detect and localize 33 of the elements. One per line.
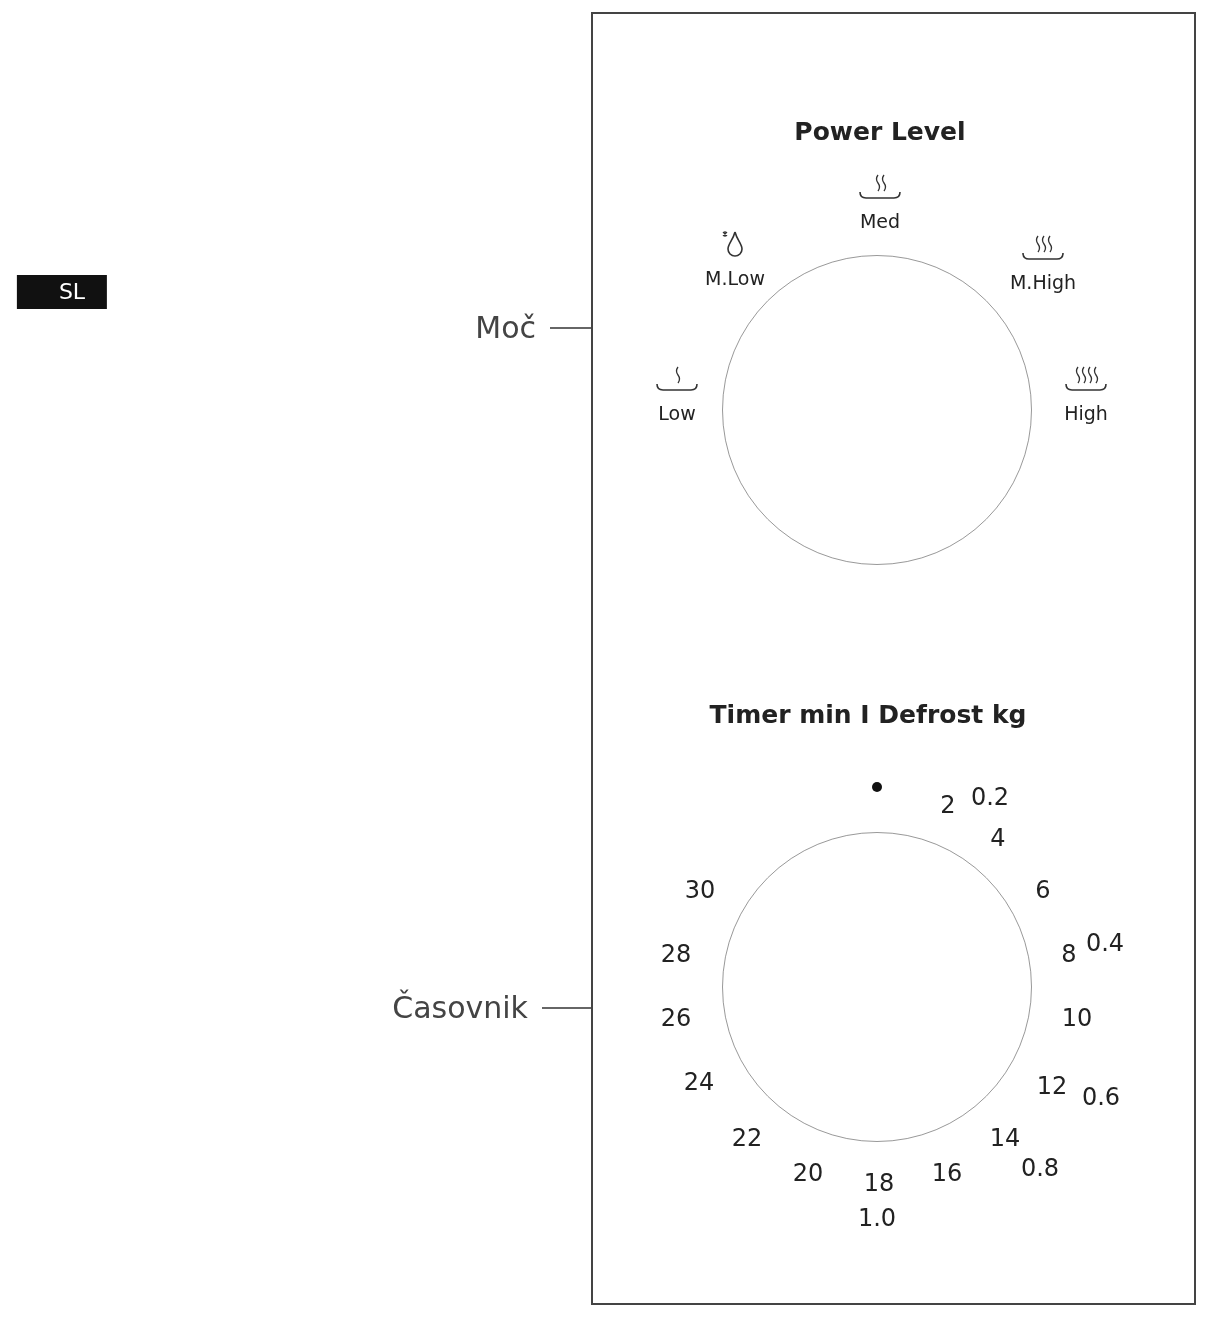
dial-mark: 30 <box>684 878 716 902</box>
dial-mark: 18 <box>863 1171 895 1195</box>
dial-mark: 24 <box>683 1070 715 1094</box>
leader-line <box>541 1007 592 1009</box>
dial-title: Timer min I Defrost kg <box>709 701 1027 727</box>
dial-mark: 4 <box>990 826 1006 850</box>
dial-mark: 0.4 <box>1085 931 1125 955</box>
power-setting: Low <box>658 403 696 423</box>
power-setting: Med <box>859 211 901 231</box>
dial-mark: 20 <box>792 1161 824 1185</box>
dial-mark: 0.6 <box>1081 1085 1121 1109</box>
dial-mark: 6 <box>1035 878 1051 902</box>
dial-mark: 28 <box>660 942 692 966</box>
leader-line <box>549 327 592 329</box>
control-label: Moč <box>458 310 536 346</box>
dial-mark: 14 <box>989 1126 1021 1150</box>
control-panel <box>591 12 1196 1305</box>
power-setting: M.High <box>1009 272 1077 292</box>
dial-mark: 0.8 <box>1020 1156 1060 1180</box>
dial-mark: 10 <box>1061 1006 1093 1030</box>
dial-mark: 1.0 <box>857 1206 897 1230</box>
dial-mark: 0.2 <box>970 785 1010 809</box>
dial-mark: 12 <box>1036 1074 1068 1098</box>
dial-mark: 16 <box>931 1161 963 1185</box>
dial-title: Power Level <box>794 118 966 144</box>
dial-mark: 26 <box>660 1006 692 1030</box>
control-label: Časovnik <box>368 990 528 1026</box>
power-setting: High <box>1064 403 1108 423</box>
dial-mark: 8 <box>1061 942 1077 966</box>
dial-mark: 2 <box>940 793 956 817</box>
language-code: SL <box>16 275 108 309</box>
power-setting: M.Low <box>705 268 765 288</box>
dial-mark: 22 <box>731 1126 763 1150</box>
